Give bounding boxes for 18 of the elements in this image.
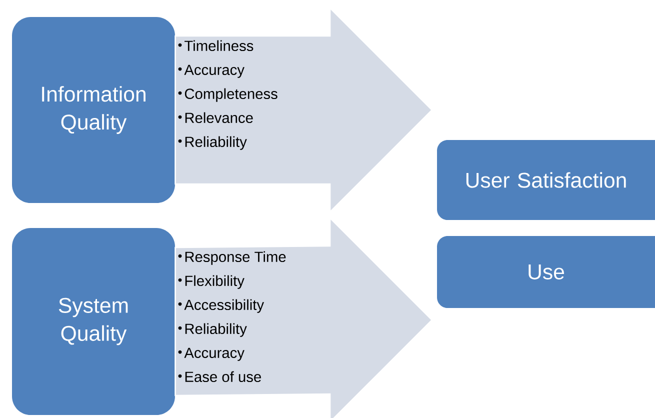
node-label: Accuracy: [184, 348, 244, 361]
node-label: Accessibility: [184, 299, 264, 313]
outcome-box: Use: [437, 236, 655, 308]
node-label: Flexibility: [185, 275, 244, 289]
node-label: Relevance: [185, 112, 253, 124]
quality-box: System Quality: [12, 228, 175, 415]
node-label: Completeness: [184, 88, 278, 102]
block-arrow: [174, 216, 433, 418]
node-label: Ease of use: [185, 371, 261, 382]
bullet-list: Response Time Flexibility Accessibility Reliability Accuracy Ease of use: [178, 251, 286, 382]
node-label: Timeliness: [184, 40, 254, 52]
node-label: Accuracy: [184, 64, 244, 78]
node-label: Reliability: [185, 323, 247, 337]
node-label: Response Time: [185, 251, 286, 265]
quality-box: Information Quality: [12, 17, 175, 203]
outcome-box: User Satisfaction: [437, 140, 655, 220]
node-label: Reliability: [185, 136, 247, 150]
bullet-list: Timeliness Accuracy Completeness Relevance Reliability: [178, 40, 278, 150]
